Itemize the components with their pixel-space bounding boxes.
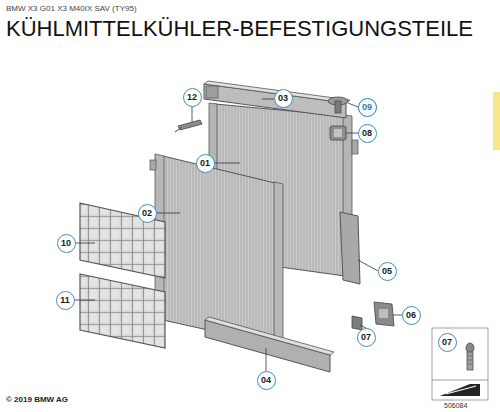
callout-text: 09 xyxy=(362,103,372,112)
image-number: 506084 xyxy=(444,402,467,410)
callout-text: 07 xyxy=(442,338,452,347)
callout-text: 01 xyxy=(200,159,210,168)
callout-number: 11 xyxy=(56,291,75,310)
callout-text: 02 xyxy=(142,209,152,218)
model-header: BMW X3 G01 X3 M40IX SAV (TY95) xyxy=(6,5,137,14)
copyright: © 2019 BMW AG xyxy=(6,396,68,405)
callout-text: 05 xyxy=(382,267,392,276)
callout-number: 01 xyxy=(196,154,215,173)
callout-text: 12 xyxy=(187,93,197,102)
bracket xyxy=(175,120,202,132)
callout-number: 03 xyxy=(274,89,293,108)
callout-text: 08 xyxy=(362,129,372,138)
callout-number: 06 xyxy=(402,306,421,325)
leader-lines xyxy=(74,99,402,371)
callout-number: 04 xyxy=(257,371,276,390)
side-seal xyxy=(340,212,360,284)
callout-text: 03 xyxy=(278,94,288,103)
lower-carrier xyxy=(205,317,334,372)
callout-text: 04 xyxy=(261,376,271,385)
callout-number: 02 xyxy=(138,204,157,223)
upper-carrier xyxy=(204,81,350,118)
title: KÜHLMITTELKÜHLER-BEFESTIGUNGSTEILE xyxy=(6,17,473,41)
side-tab xyxy=(493,92,500,150)
front-radiator xyxy=(150,154,283,347)
upper-grille xyxy=(80,203,165,278)
callout-number: 08 xyxy=(358,124,377,143)
callout-number: 12 xyxy=(183,88,202,107)
detail-box xyxy=(432,328,488,400)
callout-number: 09 xyxy=(358,98,377,117)
callout-text: 10 xyxy=(61,239,71,248)
callout-number: 10 xyxy=(57,234,76,253)
callout-number: 05 xyxy=(378,262,397,281)
callout-text: 06 xyxy=(406,311,416,320)
mount-block xyxy=(352,302,394,330)
callout-number: 07 xyxy=(357,328,376,347)
callout-text: 11 xyxy=(60,296,70,305)
lower-grille xyxy=(80,274,165,348)
callout-text: 07 xyxy=(361,333,371,342)
rubber-mount xyxy=(328,97,348,140)
callout-number: 07 xyxy=(438,333,457,352)
